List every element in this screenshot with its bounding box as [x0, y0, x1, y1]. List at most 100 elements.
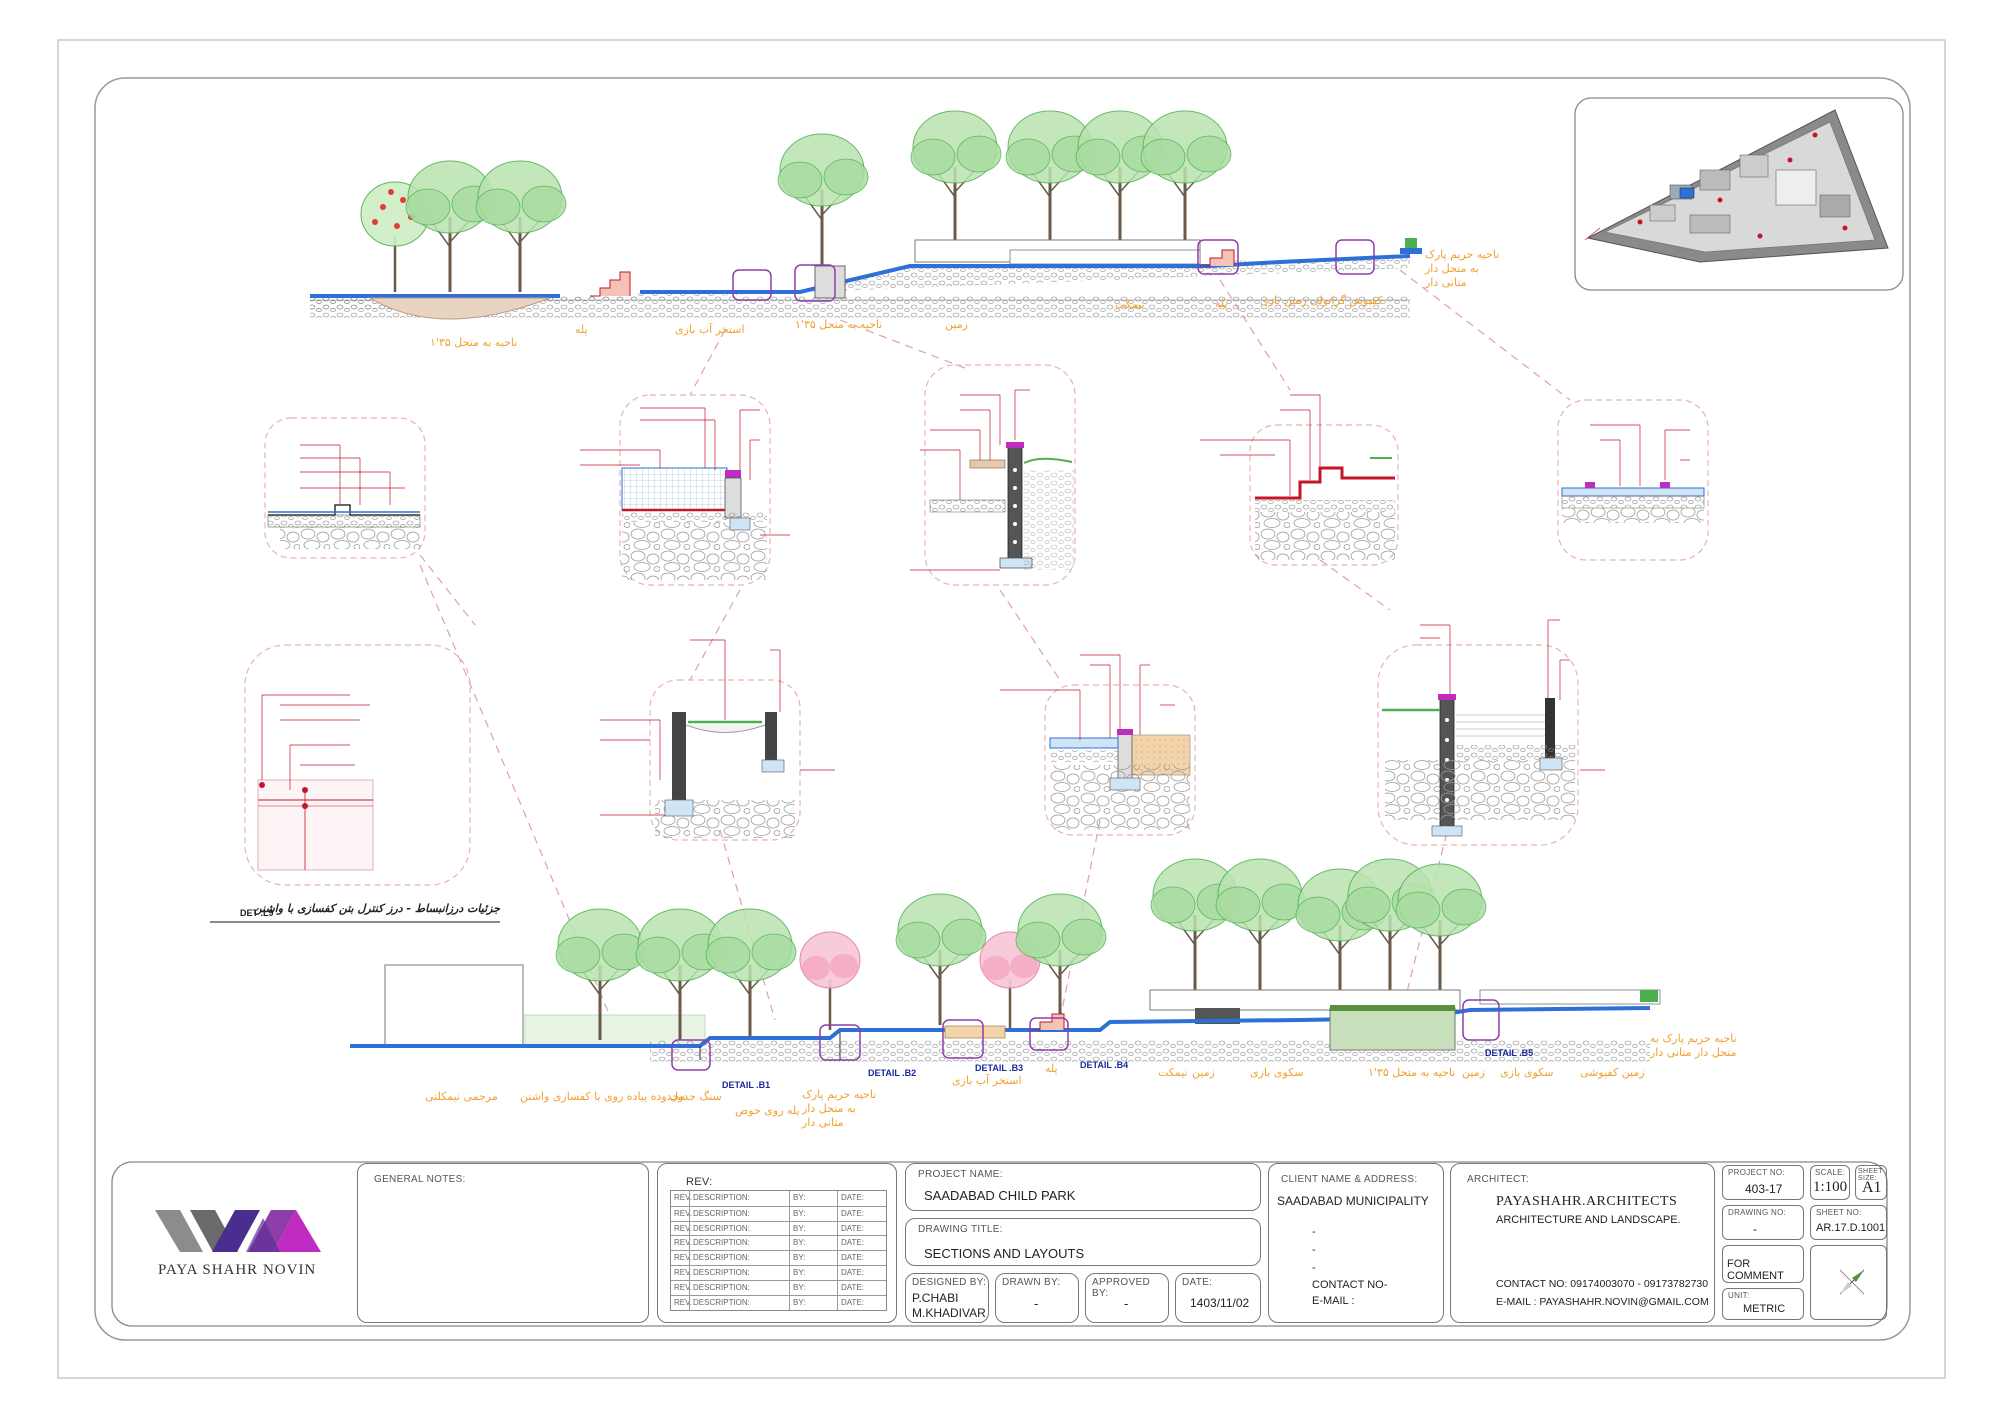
- rev-by: BY:: [793, 1268, 806, 1277]
- drawing-title: SECTIONS AND LAYOUTS: [924, 1246, 1085, 1261]
- rev-cell: REV.: [674, 1208, 692, 1218]
- bottom-label-8: نیمکت: [1158, 1066, 1188, 1079]
- rev-row: REV.DESCRIPTION:BY:DATE:: [671, 1220, 886, 1237]
- bottom-label-10: سکوی بازی: [1250, 1066, 1304, 1079]
- bottom-label-7: پله: [1045, 1062, 1058, 1075]
- rev-row: REV.DESCRIPTION:BY:DATE:: [671, 1294, 886, 1311]
- outer-frame: [57, 39, 1946, 1379]
- client-name: SAADABAD MUNICIPALITY: [1277, 1194, 1429, 1208]
- project-no-box: PROJECT NO: 403-17: [1722, 1165, 1804, 1200]
- sheet-no-box: SHEET NO: AR.17.D.1001: [1810, 1205, 1887, 1240]
- sheet-size-box: SHEET SIZE: A1: [1855, 1165, 1887, 1200]
- top-label-3: استخر آب بازی: [675, 323, 745, 336]
- rev-desc: DESCRIPTION:: [693, 1208, 750, 1218]
- status-box: FOR COMMENT: [1722, 1245, 1804, 1283]
- bottom-label-15: ناحیه حریم پارک به متحل دار متانی دار: [1650, 1032, 1737, 1059]
- bottom-label-9: زمین: [1192, 1066, 1215, 1079]
- top-label-8: کفپوش گرانولی زمین بازی: [1260, 294, 1383, 307]
- rev-by: BY:: [793, 1208, 806, 1218]
- bottom-label-6: استخر آب بازی: [952, 1074, 1022, 1087]
- rev-desc: DESCRIPTION:: [693, 1268, 750, 1277]
- bottom-label-4: پله روی حوض: [735, 1104, 800, 1117]
- rev-desc: DESCRIPTION:: [693, 1282, 750, 1292]
- architect-name: PAYASHAHR.ARCHITECTS: [1496, 1194, 1678, 1209]
- detail-6: [244, 644, 471, 886]
- detail-5: [1557, 399, 1709, 561]
- north-arrow-icon: [1839, 1269, 1865, 1295]
- rev-by: BY:: [793, 1193, 806, 1202]
- scale-box: SCALE: 1:100: [1810, 1165, 1850, 1200]
- bottom-label-13: سکوی بازی: [1500, 1066, 1554, 1079]
- rev-date: DATE:: [841, 1208, 864, 1218]
- client-dash-3: -: [1312, 1262, 1316, 1274]
- approved-by: -: [1124, 1296, 1129, 1311]
- client-label: CLIENT NAME & ADDRESS:: [1281, 1174, 1418, 1185]
- bottom-label-3: سنگ جدول: [670, 1090, 722, 1103]
- drawing-no-box: DRAWING NO: -: [1722, 1205, 1804, 1240]
- detail-title-text: جزئیات درزانبساط - درز کنترل بتن کفسازی …: [253, 902, 500, 915]
- rev-by: BY:: [793, 1297, 806, 1307]
- top-label-4: ناحیه به متحل ۳۵'۱: [795, 318, 883, 331]
- architect-email: E-MAIL : PAYASHAHR.NOVIN@GMAIL.COM: [1496, 1296, 1709, 1308]
- rev-by: BY:: [793, 1253, 806, 1263]
- rev-cell: REV.: [674, 1282, 692, 1292]
- sheet-no-label: SHEET NO:: [1816, 1208, 1862, 1217]
- designed-by-1: P.CHABI: [912, 1291, 959, 1305]
- architect-sub: ARCHITECTURE AND LANDSCAPE.: [1496, 1214, 1681, 1226]
- rev-cell: REV.: [674, 1297, 692, 1307]
- rev-date: DATE:: [841, 1238, 864, 1248]
- detail-7: [600, 639, 835, 841]
- project-name-box: PROJECT NAME: SAADABAD CHILD PARK: [905, 1163, 1261, 1211]
- rev-by: BY:: [793, 1238, 806, 1248]
- rev-desc: DESCRIPTION:: [693, 1297, 750, 1307]
- project-name: SAADABAD CHILD PARK: [924, 1188, 1076, 1203]
- detail-3: [910, 364, 1076, 586]
- bottom-label-5: ناحیه حریم پارک به متحل دار متانی دار: [802, 1088, 877, 1129]
- drawing-no-label: DRAWING NO:: [1728, 1208, 1787, 1217]
- rev-heading: REV:: [686, 1176, 713, 1188]
- status-value: FOR COMMENT: [1727, 1258, 1784, 1282]
- detail-tag-b5: DETAIL .B5: [1485, 1048, 1534, 1058]
- rev-row: REV.DESCRIPTION:BY:DATE:: [671, 1265, 886, 1281]
- top-label-9: ناحیه حریم پارک به متحل دار متانی دار: [1425, 248, 1500, 289]
- detail-8: [1000, 654, 1196, 836]
- drawn-by-box: DRAWN BY: -: [995, 1273, 1079, 1323]
- top-label-1: ناحیه به متحل ۳۵'۱: [430, 336, 518, 349]
- bottom-label-2: محدوده پیاده روی با کفسازی واشنن: [520, 1090, 686, 1103]
- rev-by: BY:: [793, 1282, 806, 1292]
- unit-label: UNIT:: [1728, 1291, 1750, 1300]
- bottom-label-11: ناحیه به متحل ۳۵'۱: [1368, 1066, 1456, 1079]
- company-logo: [155, 1210, 321, 1252]
- scale-label: SCALE:: [1815, 1168, 1846, 1177]
- logo-name: PAYA SHAHR NOVIN: [158, 1262, 317, 1278]
- sheet-size-label: SHEET SIZE:: [1858, 1168, 1883, 1182]
- client-dash-1: -: [1312, 1226, 1316, 1238]
- top-label-7: پله: [1215, 297, 1228, 310]
- client-dash-2: -: [1312, 1244, 1316, 1256]
- bottom-label-1: مرجمی نیمکلتی: [425, 1090, 498, 1103]
- rev-desc: DESCRIPTION:: [693, 1253, 750, 1263]
- drawn-by: -: [1034, 1296, 1039, 1311]
- rev-by: BY:: [793, 1223, 806, 1233]
- top-label-5: زمین: [945, 318, 968, 331]
- rev-cell: REV.: [674, 1193, 692, 1202]
- detail-9: [1377, 619, 1605, 846]
- rev-row: REV.DESCRIPTION:BY:DATE:: [671, 1279, 886, 1296]
- designed-by-2: M.KHADIVAR: [912, 1306, 986, 1320]
- north-arrow-box: [1810, 1245, 1887, 1320]
- rev-desc: DESCRIPTION:: [693, 1238, 750, 1248]
- sheet-no: AR.17.D.1001: [1816, 1222, 1886, 1234]
- project-name-label: PROJECT NAME:: [918, 1169, 1003, 1180]
- bottom-label-14: زمین کفپوشی: [1580, 1066, 1645, 1079]
- client-contact: CONTACT NO-: [1312, 1279, 1388, 1291]
- architect-box: ARCHITECT: PAYASHAHR.ARCHITECTS ARCHITEC…: [1450, 1163, 1715, 1323]
- rev-desc: DESCRIPTION:: [693, 1193, 750, 1202]
- project-no-label: PROJECT NO:: [1728, 1168, 1785, 1177]
- detail-title: جزئیات درزانبساط - درز کنترل بتن کفسازی …: [210, 902, 500, 915]
- scale-value: 1:100: [1813, 1179, 1848, 1195]
- client-email: E-MAIL :: [1312, 1295, 1355, 1307]
- sheet-size: A1: [1862, 1179, 1882, 1196]
- inner-frame: [94, 77, 1911, 1341]
- title-block-frame: [111, 1161, 1888, 1327]
